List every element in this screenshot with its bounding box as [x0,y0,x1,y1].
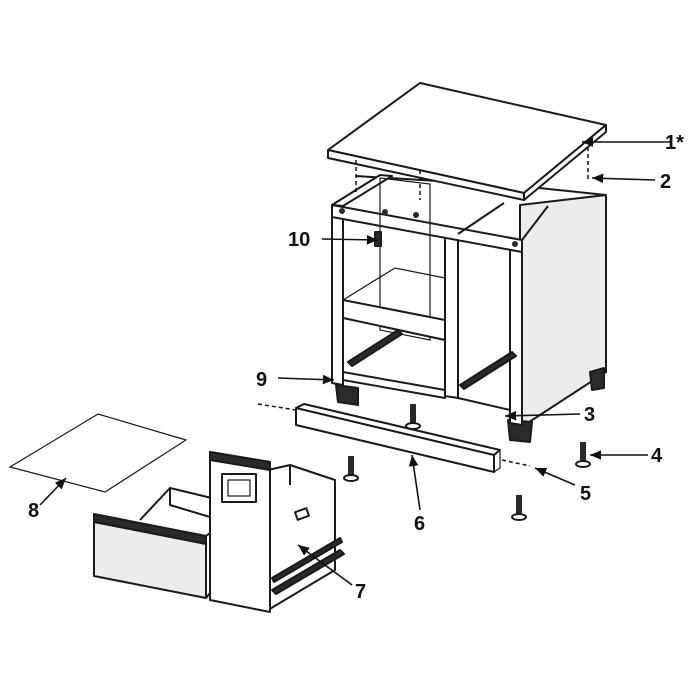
callout-4: 4 [651,445,663,467]
callout-2: 2 [660,171,671,193]
callout-8: 8 [28,500,39,522]
callout-6: 6 [414,513,425,535]
callout-1: 1* [665,132,684,154]
callout-7: 7 [355,581,366,603]
callout-labels: 1* 2 3 4 5 6 7 8 9 10 [28,132,684,603]
callout-5: 5 [580,483,591,505]
leveling-legs [343,404,591,521]
drawer [93,487,221,599]
trash-drawer [209,451,345,613]
cabinet-frame [331,174,607,443]
leader-lines [39,137,672,586]
callout-3: 3 [584,404,595,426]
kick-plate [257,403,531,473]
drawer-liner [8,413,188,493]
callout-9: 9 [256,369,267,391]
callout-10: 10 [288,229,310,251]
